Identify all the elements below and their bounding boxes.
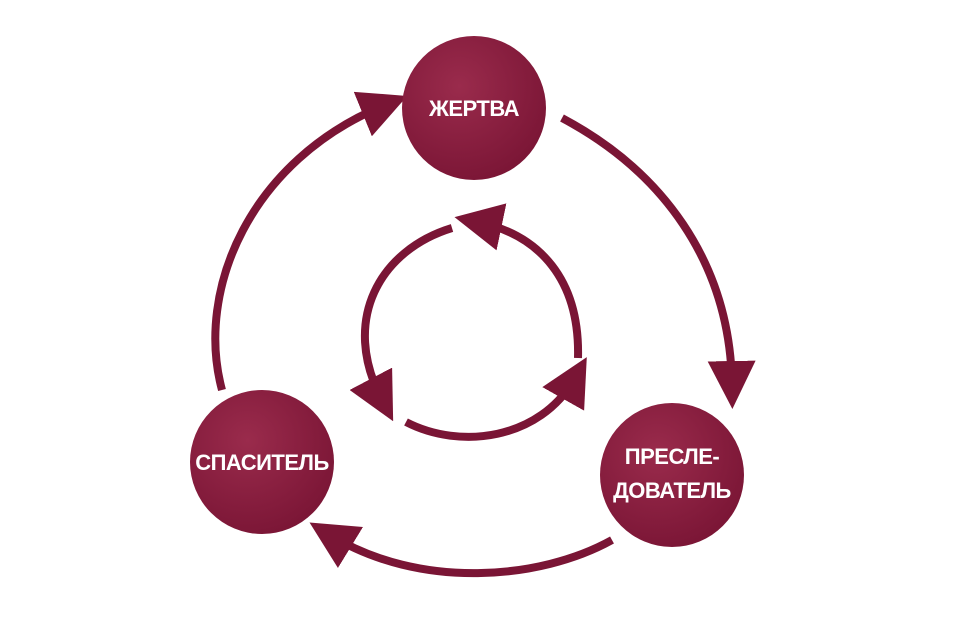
node-persecutor-circle: [600, 403, 744, 547]
outer-arrow-persecutor-to-rescuer: [309, 522, 614, 578]
node-persecutor-label-line2: ДОВАТЕЛЬ: [613, 478, 731, 503]
node-rescuer-label: СПАСИТЕЛЬ: [195, 450, 329, 475]
node-victim-label: ЖЕРТВА: [428, 96, 520, 121]
node-victim: ЖЕРТВА: [402, 36, 546, 180]
inner-arrow-bottom: [404, 357, 587, 441]
node-persecutor: ПРЕСЛЕ- ДОВАТЕЛЬ: [600, 403, 744, 547]
node-victim-circle: [402, 36, 546, 180]
node-persecutor-label-line1: ПРЕСЛЕ-: [625, 444, 720, 469]
inner-arrow-top-left: [349, 224, 454, 422]
outer-arrow-rescuer-to-victim: [211, 91, 408, 392]
node-rescuer-circle: [190, 390, 334, 534]
inner-arrow-right: [454, 203, 583, 359]
outer-arrow-victim-to-persecutor: [560, 114, 756, 409]
node-rescuer: СПАСИТЕЛЬ: [190, 390, 334, 534]
